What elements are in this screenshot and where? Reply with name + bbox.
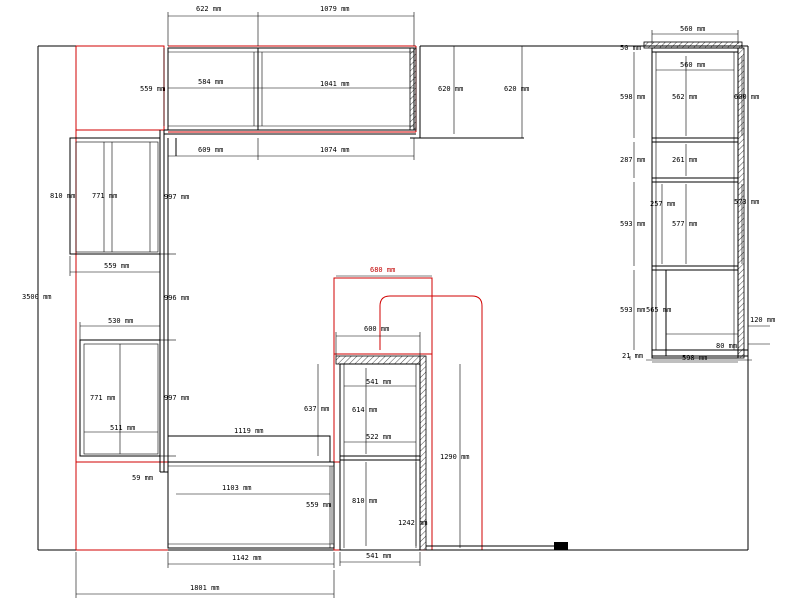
dim-top-inner-right: 1041 mm — [320, 80, 350, 88]
dim-top-h-right: 620 mm — [438, 85, 463, 93]
dim-column-upper: 997 mm — [164, 193, 189, 201]
dim-rt-inner-w: 560 mm — [680, 61, 705, 69]
bottom-base-cabinets — [160, 435, 335, 549]
dim-top-h-far: 620 mm — [504, 85, 529, 93]
right-tall-cabinet — [643, 41, 752, 361]
dim-bottom-w: 1142 mm — [232, 554, 262, 562]
dim-rt-s3-inner: 577 mm — [672, 220, 697, 228]
dim-rt-ext: 120 mm — [750, 316, 775, 324]
dim-rt-base-h: 21 mm — [622, 352, 643, 360]
dim-top-w-left: 622 mm — [196, 5, 221, 13]
dim-tower-red-w: 680 mm — [370, 266, 395, 274]
dim-overall-w: 1801 mm — [190, 584, 220, 592]
dim-left-lower-w: 530 mm — [108, 317, 133, 325]
dim-tower-h-right: 1242 mm — [398, 519, 428, 527]
dim-top-bottom-right: 1074 mm — [320, 146, 350, 154]
dim-bottom-top-w: 1119 mm — [234, 427, 264, 435]
dimension-lines — [37, 12, 770, 598]
dim-rt-right-mid: 573 mm — [734, 198, 759, 206]
dim-rt-s3-h: 593 mm — [620, 220, 645, 228]
dim-left-lower-inner: 511 mm — [110, 424, 135, 432]
dim-rt-s1-h: 598 mm — [620, 93, 645, 101]
dim-top-bottom-left: 609 mm — [198, 146, 223, 154]
dim-tower-inner-mid: 522 mm — [366, 433, 391, 441]
dim-top-w-right: 1079 mm — [320, 5, 350, 13]
top-wall-cabinets — [164, 47, 417, 135]
dim-rt-s3-left: 257 mm — [650, 200, 675, 208]
dim-tower-base: 541 mm — [366, 552, 391, 560]
dim-bottom-inner-w: 1103 mm — [222, 484, 252, 492]
left-lower-cabinet — [79, 328, 161, 457]
dim-wall-height: 3500 mm — [22, 293, 52, 301]
dim-tower-lower-h: 810 mm — [352, 497, 377, 505]
red-outline-left — [75, 45, 417, 551]
dim-rt-right-h: 600 mm — [734, 93, 759, 101]
dim-rt-s2-h: 287 mm — [620, 156, 645, 164]
dim-rt-s4-inner: 565 mm — [646, 306, 671, 314]
dim-rt-top-w: 560 mm — [680, 25, 705, 33]
dim-tower-inner-top: 541 mm — [366, 378, 391, 386]
dim-column-mid: 996 mm — [164, 294, 189, 302]
dim-rt-base-w: 598 mm — [682, 354, 707, 362]
dim-rt-s1-inner: 562 mm — [672, 93, 697, 101]
dim-left-upper-inner-h: 771 mm — [92, 192, 117, 200]
dim-tower-w: 600 mm — [364, 325, 389, 333]
dim-column-lower: 997 mm — [164, 394, 189, 402]
dim-left-lower-h: 771 mm — [90, 394, 115, 402]
dim-tower-upper-h: 637 mm — [304, 405, 329, 413]
tower-cabinet — [335, 355, 748, 551]
dim-top-h-left: 559 mm — [140, 85, 165, 93]
dim-top-inner-left: 584 mm — [198, 78, 223, 86]
dim-tower-total-h: 1290 mm — [440, 453, 470, 461]
dim-left-upper-h: 810 mm — [50, 192, 75, 200]
dim-rt-plinth: 80 mm — [716, 342, 737, 350]
dim-rt-top-h: 50 mm — [620, 44, 641, 52]
dim-left-upper-w: 559 mm — [104, 262, 129, 270]
dim-rt-s4-h: 593 mm — [620, 306, 645, 314]
dim-tower-upper-inner: 614 mm — [352, 406, 377, 414]
dim-rt-s2-inner: 261 mm — [672, 156, 697, 164]
dim-corner-gap: 59 mm — [132, 474, 153, 482]
dim-bottom-h: 559 mm — [306, 501, 331, 509]
dimension-labels: 622 mm 1079 mm 584 mm 1041 mm 609 mm 107… — [22, 5, 775, 592]
